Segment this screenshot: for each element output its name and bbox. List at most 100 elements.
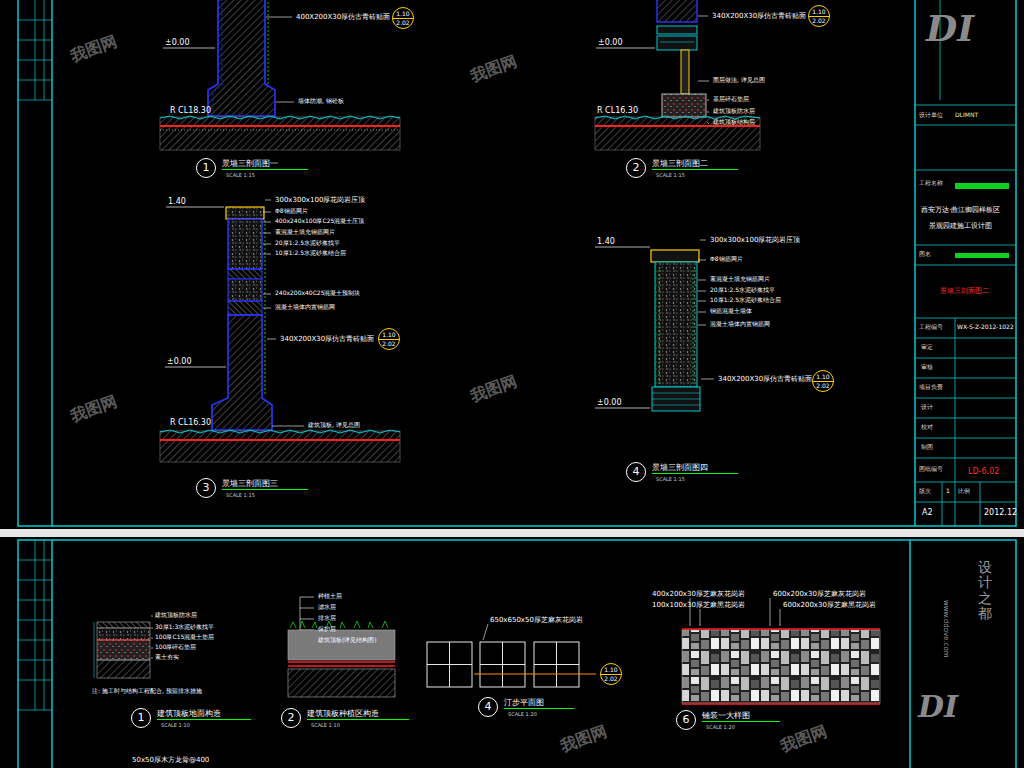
leader-lines-part: [263, 254, 271, 255]
stepping-stones-part: [534, 642, 579, 687]
wall-section-2-part: [657, 36, 697, 50]
drawing-note: 版次: [919, 488, 931, 495]
section-title: 景墙三剖面图三: [222, 479, 308, 490]
detail-callout: 1.102.02: [812, 370, 834, 392]
watermark: 我图网: [68, 392, 119, 426]
left-strip-part: [44, 0, 45, 100]
callout-number: 2: [281, 708, 301, 728]
wall-section-3-part: [212, 315, 272, 430]
drawing-note: Φ8钢筋网片: [275, 208, 308, 215]
drawing-note: 图名: [919, 251, 931, 258]
leader-lines-part: [700, 240, 706, 241]
roof-floor-detail-part: [97, 628, 150, 640]
leader-lines-part: [707, 100, 709, 101]
wall-section-4-part: [655, 262, 697, 387]
wall-section-2-part: [657, 26, 697, 34]
drawing-note: LD-6.02: [968, 467, 999, 476]
detail-callout: 1.102.02: [392, 7, 414, 29]
wall-section-4-part: [652, 405, 700, 406]
drawing-note: 种植土层: [318, 593, 342, 600]
detail-ref: 2.02: [393, 19, 413, 27]
wall-section-2: [595, 0, 760, 150]
drawing-note: www.ddove.com: [942, 600, 950, 658]
leader-lines: [151, 16, 780, 658]
drawing-note: 400X200X30厚仿古青砖贴面: [296, 13, 390, 21]
scale-note: SCALE 1:10: [311, 722, 340, 728]
detail-callout: 1.102.02: [378, 328, 400, 350]
drawing-note: 240x200x40C25混凝土预制块: [275, 290, 360, 297]
detail-callout: 1.102.02: [808, 5, 830, 27]
drawing-note: 比例: [958, 488, 970, 495]
leader-lines-part: [700, 609, 701, 626]
drawing-note: 滤水层: [318, 604, 336, 611]
detail-ref: 1.10: [813, 373, 833, 382]
leader-lines-part: [263, 308, 271, 309]
drawing-note: 2012.12: [984, 508, 1017, 517]
drawing-note: 340X200X30厚仿古青砖贴面: [280, 335, 374, 343]
detail-ref: 1.10: [393, 10, 413, 19]
roof-floor-detail-part: [97, 660, 150, 678]
drawing-note: 10厚1:2.5水泥砂浆结合层: [710, 297, 781, 304]
roof-floor-detail-part: [97, 622, 150, 628]
drawing-note: 景观园建施工设计图: [929, 222, 992, 230]
leader-lines-part: [698, 280, 706, 281]
wall-section-2-part: [660, 42, 694, 43]
drawing-note: A2: [922, 508, 933, 517]
drawing-note: 混凝土墙体内置钢筋网: [275, 304, 335, 311]
wall-section-2-part: [595, 125, 760, 127]
scale-note: SCALE 1:20: [706, 724, 735, 730]
sheet-frames-part: [51, 540, 53, 768]
left-strip-part: [18, 100, 52, 101]
left-strip-part: [18, 20, 52, 21]
level-marks: [163, 48, 655, 408]
planting-detail-part: [288, 630, 395, 660]
drawing-note: 300x300x100厚花岗岩压顶: [710, 236, 800, 244]
level-marks-part: [596, 48, 655, 49]
drawing-note: ±0.00: [165, 38, 190, 47]
title-block-grid-part: [915, 358, 1016, 359]
wall-section-4-part: [652, 387, 700, 411]
title-block-grid-part: [915, 265, 1016, 266]
drawing-note: 审定: [921, 344, 933, 351]
drawing-note: 钢筋混凝土墙体: [710, 308, 752, 315]
drawing-note: 混凝土墙体内置钢筋网: [710, 321, 770, 328]
drawing-note: 素混凝土填充钢筋网片: [710, 276, 770, 283]
sheet-gap: [0, 529, 1024, 537]
drawing-note: 项目负责: [919, 384, 943, 391]
wall-section-3-part: [228, 279, 262, 301]
paving-pattern-part: [682, 628, 880, 629]
planting-detail-part: [290, 621, 388, 628]
wall-section-3-part: [228, 269, 262, 279]
title-block-grid-part: [915, 170, 1016, 171]
left-strip-part: [18, 60, 52, 61]
drawing-note: 1: [946, 488, 950, 495]
drawing-note: 30厚1:3水泥砂浆找平: [155, 624, 214, 631]
callout-number: 2: [626, 158, 646, 178]
wall-section-4-part: [693, 270, 694, 384]
title-block-grid-part: [955, 318, 956, 526]
callout-number: 4: [626, 462, 646, 482]
section-title: 景墙三剖面图一: [222, 159, 308, 170]
paving-pattern-part: [682, 703, 880, 704]
drawing-note: 400x240x100厚C25混凝土压顶: [275, 218, 364, 225]
title-block-grid-part: [915, 338, 1016, 339]
detail-ref: 2.02: [379, 340, 399, 348]
leader-lines-part: [263, 212, 271, 213]
leader-lines-part: [151, 616, 153, 617]
left-strip-part: [18, 660, 52, 661]
drawing-note: 400x200x30厚芝麻灰花岗岩: [652, 590, 745, 598]
wall-section-4: [651, 250, 700, 411]
leader-lines-part: [707, 112, 709, 113]
leader-lines-part: [698, 312, 706, 313]
planting-detail-part: [288, 661, 395, 663]
title-block-grid-part: [915, 245, 1016, 246]
drawing-note: 基层碎石垫层: [713, 96, 749, 103]
planting-detail-part: [288, 669, 395, 697]
drawing-note: Φ8钢筋网片: [710, 256, 743, 263]
vertical-brand: 设计之都: [978, 560, 992, 622]
stepping-stones-part: [474, 674, 596, 675]
wall-section-1-part: [160, 116, 400, 119]
left-strip-part: [18, 710, 52, 711]
leader-lines-part: [151, 658, 153, 659]
section-title: 铺装一大样图: [702, 711, 780, 722]
